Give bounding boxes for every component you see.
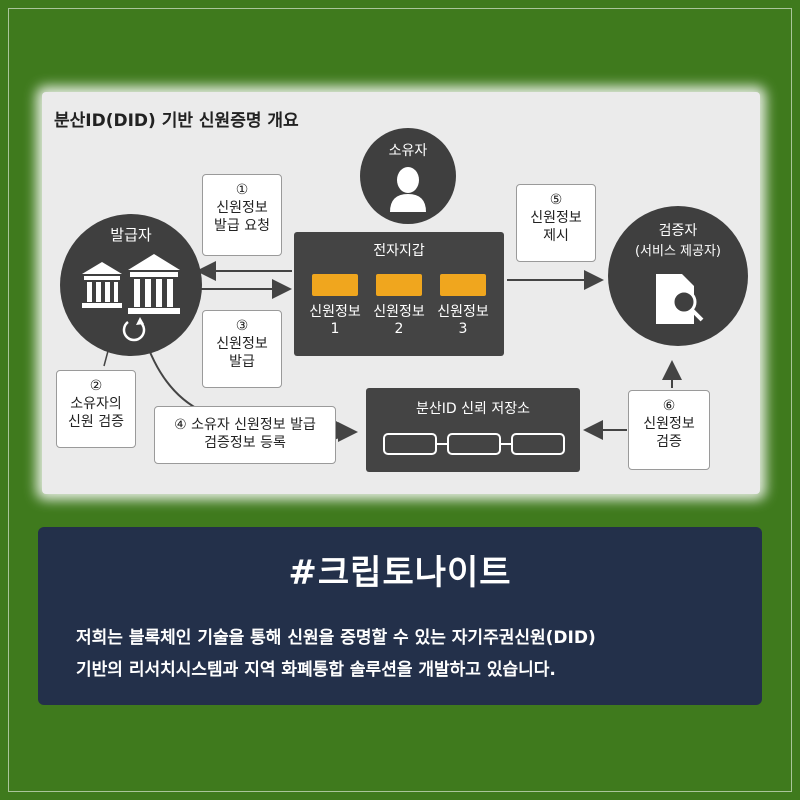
registry-box: 분산ID 신뢰 저장소 [366, 388, 580, 472]
wallet-label: 전자지갑 [373, 243, 425, 259]
document-search-icon [656, 274, 704, 324]
verifier-sublabel: (서비스 제공자) [634, 244, 722, 259]
step-5-bubble: ⑤ 신원정보 제시 [516, 184, 596, 262]
wallet-card-1 [312, 274, 358, 296]
info-banner: #크립토나이트 저희는 블록체인 기술을 통해 신원을 증명할 수 있는 자기주… [38, 527, 762, 705]
wallet-card-2 [376, 274, 422, 296]
hashtag-title: #크립토나이트 [288, 553, 512, 593]
issuer-circle: 발급자 [60, 214, 202, 356]
step-1-bubble: ① 신원정보 발급 요청 [202, 174, 282, 256]
step-3-bubble: ③ 신원정보 발급 [202, 310, 282, 388]
diagram-title: 분산ID(DID) 기반 신원증명 개요 [54, 111, 299, 131]
chain-icon [383, 433, 565, 455]
bank-icon [82, 254, 180, 342]
verifier-label: 검증자 [658, 223, 698, 239]
diagram-panel: 분산ID(DID) 기반 신원증명 개요 발급자 [42, 92, 760, 494]
step-4-bubble: ④ 소유자 신원정보 발급 검증정보 등록 [154, 406, 336, 464]
person-icon [390, 167, 426, 212]
issuer-label: 발급자 [110, 226, 152, 244]
verifier-circle: 검증자 (서비스 제공자) [608, 206, 748, 346]
description-line-1: 저희는 블록체인 기술을 통해 신원을 증명할 수 있는 자기주권신원(DID) [76, 628, 596, 648]
description-line-2: 기반의 리서치시스템과 지역 화폐통합 솔루션을 개발하고 있습니다. [76, 660, 556, 680]
wallet-card-3 [440, 274, 486, 296]
owner-circle: 소유자 [360, 128, 456, 224]
step-2-bubble: ② 소유자의 신원 검증 [56, 370, 136, 448]
owner-label: 소유자 [388, 143, 428, 159]
frame-border [8, 8, 792, 792]
step-6-bubble: ⑥ 신원정보 검증 [628, 390, 710, 470]
registry-label: 분산ID 신뢰 저장소 [416, 401, 530, 417]
